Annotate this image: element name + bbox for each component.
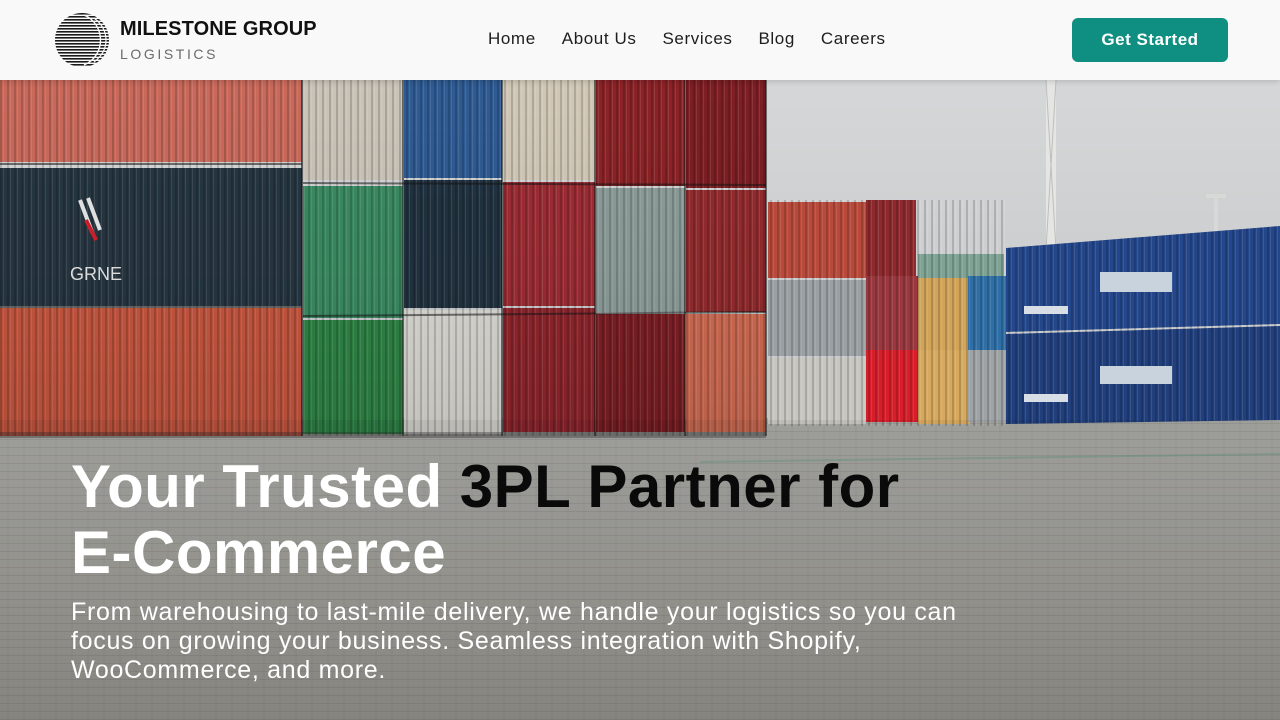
site-header: MILESTONE GROUP LOGISTICS Home About Us … bbox=[0, 0, 1280, 80]
main-nav: Home About Us Services Blog Careers bbox=[488, 28, 912, 50]
hero-title-highlight: 3PL Partner for bbox=[459, 453, 900, 520]
brand-name: MILESTONE GROUP bbox=[120, 18, 317, 40]
striped-globe-icon bbox=[55, 13, 109, 66]
brand-logo[interactable]: MILESTONE GROUP LOGISTICS bbox=[54, 11, 317, 69]
hero-section: GRNE Your Trusted 3 bbox=[0, 80, 1280, 720]
nav-about-us[interactable]: About Us bbox=[561, 29, 637, 48]
svg-text:GRNE: GRNE bbox=[70, 264, 122, 284]
hero-subtitle: From warehousing to last-mile delivery, … bbox=[71, 598, 957, 684]
nav-home[interactable]: Home bbox=[488, 29, 536, 48]
nav-blog[interactable]: Blog bbox=[758, 29, 795, 48]
brand-tagline: LOGISTICS bbox=[120, 46, 219, 62]
hero-title-part2: E-Commerce bbox=[71, 519, 447, 586]
get-started-button[interactable]: Get Started bbox=[1072, 18, 1228, 62]
nav-careers[interactable]: Careers bbox=[820, 29, 886, 48]
hero-title-part1: Your Trusted bbox=[71, 453, 460, 520]
nav-services[interactable]: Services bbox=[662, 29, 733, 48]
hero-background-image: GRNE bbox=[0, 80, 1280, 720]
